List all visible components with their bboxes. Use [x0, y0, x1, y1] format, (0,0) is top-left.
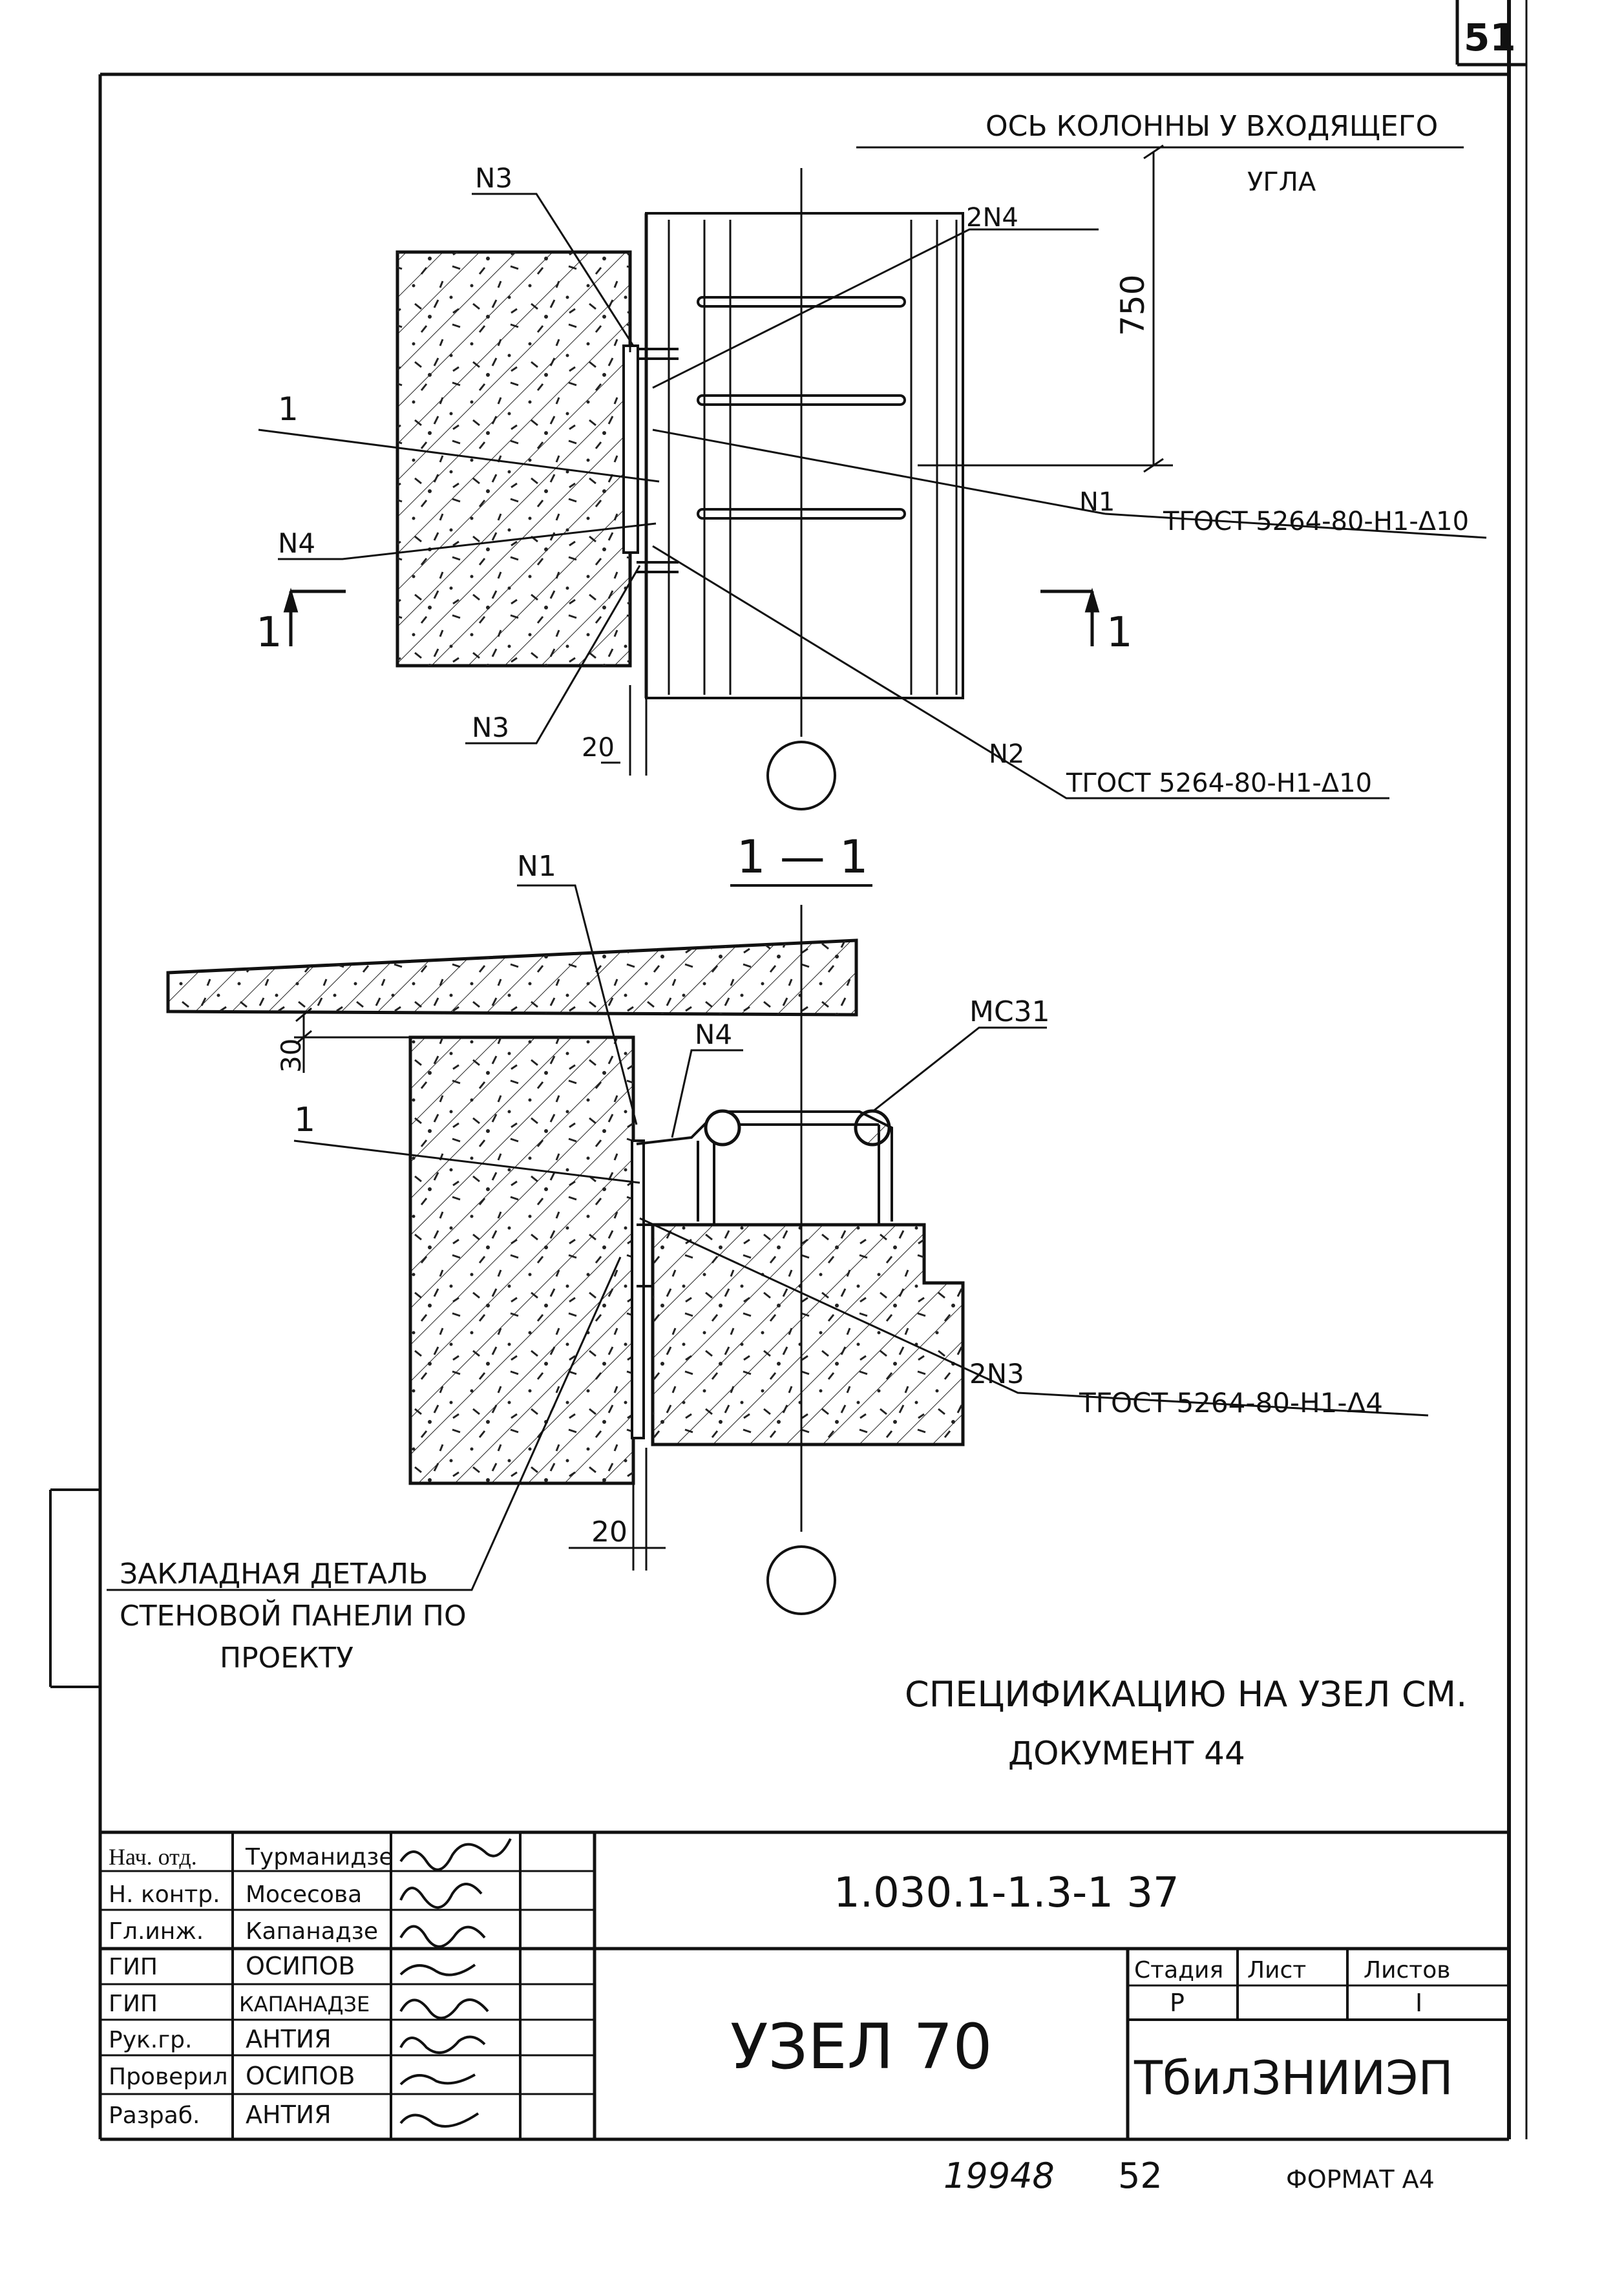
stage-value: Р [1170, 1989, 1185, 2017]
axis-label-line1: ОСЬ КОЛОННЫ У ВХОДЯЩЕГО [986, 110, 1438, 143]
sheet-frame [98, 0, 1528, 2141]
gost-n2: ΤΓΟСТ 5264-80-Н1-Δ10 [1066, 768, 1372, 798]
sig-name-1: Мосесова [246, 1881, 362, 1908]
embedded-note-line3: ПРОЕКТУ [220, 1642, 353, 1675]
plan-label-1: 1 [278, 390, 299, 428]
sig-role-2: Гл.инж. [109, 1918, 204, 1945]
handwritten-signatures [399, 1838, 512, 2128]
axis-label-line2: УГЛА [1247, 167, 1316, 197]
sig-name-4: КАПАНАДЗЕ [239, 1992, 370, 2016]
sig-role-0: Нач. отд. [109, 1844, 197, 1870]
organization: ТбилЗНИИЭП [1134, 2051, 1453, 2105]
plan-label-n1: N1 [1079, 487, 1115, 517]
sheets-value: I [1415, 1989, 1422, 2017]
plan-label-n4: N4 [278, 527, 315, 559]
plan-label-n3-top: N3 [475, 162, 512, 194]
section-label-1: 1 [294, 1101, 315, 1139]
title-block [100, 1830, 1509, 2139]
sig-role-5: Рук.гр. [109, 2027, 192, 2053]
sig-role-4: ГИП [109, 1991, 158, 2017]
drawing-title: УЗЕЛ 70 [730, 2011, 993, 2083]
section-mark-right [1040, 587, 1100, 646]
sig-name-2: Капанадзе [246, 1918, 378, 1945]
format-label: ФОРМАТ А4 [1286, 2165, 1435, 2194]
sig-name-6: ОСИПОВ [246, 2062, 355, 2090]
sheets-header: Листов [1364, 1957, 1450, 1984]
spec-note-line1: СПЕЦИФИКАЦИЮ НА УЗЕЛ СМ. [905, 1674, 1467, 1715]
dim-20-section [569, 1448, 666, 1571]
page-number: 52 [1118, 2155, 1163, 2196]
sig-role-7: Разраб. [109, 2102, 200, 2129]
doc-code: 1.030.1-1.3-1 37 [834, 1869, 1179, 1917]
sig-name-3: ОСИПОВ [246, 1952, 355, 1980]
sheet-number: 51 [1464, 16, 1516, 59]
plan-label-n2: N2 [989, 739, 1024, 769]
sig-role-3: ГИП [109, 1954, 158, 1980]
dim-750-label: 750 [1114, 275, 1152, 336]
section-label-n4: N4 [695, 1019, 732, 1050]
gost-n3: ΤΓΟСТ 5264-80-Н1-Δ4 [1079, 1387, 1383, 1419]
plan-dim-20: 20 [582, 733, 615, 763]
section-mark-left [283, 587, 346, 646]
sheet-header: Лист [1247, 1957, 1306, 1984]
column-plan [637, 212, 964, 699]
axis-bubble-plan [766, 741, 836, 810]
section-view: 1 — 1 30 [107, 831, 1429, 1675]
sig-name-7: АНТИЯ [246, 2101, 332, 2129]
sig-name-5: АНТИЯ [246, 2025, 332, 2053]
embedded-plate-plan [622, 344, 639, 554]
dim-30-label: 30 [275, 1039, 307, 1073]
section-label-2n3: 2N3 [969, 1358, 1024, 1390]
section-mark-left-label: 1 [256, 609, 282, 657]
axis-bubble-section [766, 1545, 836, 1615]
embedded-plate-section [631, 1109, 893, 1439]
leaders-section [107, 884, 1429, 1591]
stage-header: Стадия [1134, 1957, 1223, 1984]
inventory-number: 19948 [944, 2155, 1055, 2196]
sig-name-0: Турманидзе [245, 1844, 393, 1870]
embedded-note-line2: СТЕНОВОЙ ПАНЕЛИ ПО [120, 1598, 467, 1633]
plan-label-n3-bottom: N3 [472, 712, 509, 743]
binding-marks [49, 1488, 100, 1688]
gost-n1: ΤΓΟСТ 5264-80-Н1-Δ10 [1163, 507, 1469, 536]
plan-label-2n4: 2N4 [966, 203, 1018, 233]
signature-rows: Нач. отд. Турманидзе Н. контр. Мосесова … [109, 1844, 393, 2129]
spec-note-line2: ДОКУМЕНТ 44 [1008, 1735, 1245, 1772]
section-title: 1 — 1 [737, 831, 869, 884]
sig-role-1: Н. контр. [109, 1881, 220, 1908]
section-label-mc31: МС31 [969, 995, 1050, 1028]
sig-role-6: Проверил [109, 2064, 228, 2090]
embedded-note-line1: ЗАКЛАДНАЯ ДЕТАЛЬ [120, 1558, 428, 1591]
section-mark-right-label: 1 [1106, 609, 1133, 657]
section-dim-20: 20 [591, 1516, 627, 1549]
dim-750 [918, 144, 1173, 473]
leaders-plan [258, 193, 1487, 799]
dim-30 [294, 1007, 414, 1073]
section-label-n1: N1 [517, 850, 556, 883]
plan-view: ОСЬ КОЛОННЫ У ВХОДЯЩЕГО УГЛА 750 1 1 [256, 110, 1487, 810]
